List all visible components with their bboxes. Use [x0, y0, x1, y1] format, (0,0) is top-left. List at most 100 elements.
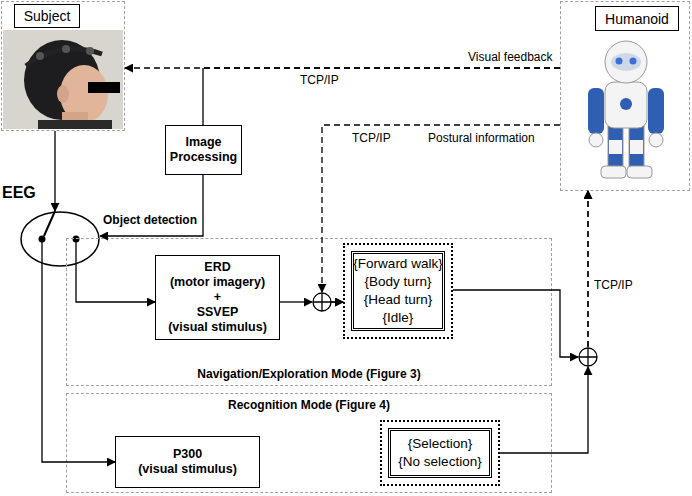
- process-box: ERD(motor imagery)+SSVEP(visual stimulus…: [155, 255, 280, 340]
- robot-knee: [630, 140, 643, 154]
- connector-line: [322, 125, 560, 292]
- protocol-label: TCP/IP: [300, 73, 339, 87]
- node-text: (visual stimulus): [138, 462, 237, 477]
- humanoid-panel: Humanoid: [560, 1, 690, 191]
- junction-cross: [313, 293, 331, 311]
- connector: [203, 68, 560, 125]
- subject-photo: [3, 30, 123, 129]
- protocol-label: TCP/IP: [594, 278, 633, 292]
- switch-circle: EEG: [20, 211, 100, 267]
- connector-line: [331, 301, 343, 302]
- node-text: P300: [173, 447, 202, 462]
- robot-arm: [588, 88, 604, 134]
- robot-knee: [609, 140, 622, 154]
- switch-outline: [21, 212, 99, 266]
- node-text: (visual stimulus): [168, 320, 267, 335]
- junction-cross: [579, 348, 597, 366]
- eye-bar: [88, 82, 120, 93]
- connector-line: [54, 131, 55, 211]
- protocol-label: TCP/IP: [352, 131, 391, 145]
- electrode-dot: [36, 52, 44, 60]
- robot-head: [605, 41, 647, 83]
- connector: [500, 191, 588, 453]
- process-box: P300(visual stimulus): [115, 436, 260, 488]
- robot-body: [605, 82, 647, 128]
- robot-eye: [616, 58, 623, 65]
- inner-frame: {Selection}{No selection}: [388, 428, 492, 478]
- connector: [125, 68, 560, 69]
- summing-junction: [313, 293, 331, 311]
- node-text: Navigation/Exploration Mode (Figure 3): [67, 367, 551, 381]
- process-box: Image Processing: [165, 125, 242, 175]
- electrode-dot: [86, 47, 94, 55]
- connector-line: [331, 301, 343, 302]
- robot-chest: [620, 98, 632, 110]
- connector: [322, 125, 560, 302]
- summing-junction: [579, 348, 597, 366]
- robot-arm: [648, 88, 664, 134]
- command-set: {Selection}{No selection}: [380, 420, 500, 486]
- node-text: ERD: [204, 260, 230, 275]
- robot-leg: [608, 126, 623, 168]
- connector-line: [500, 367, 588, 453]
- connector-line: [280, 301, 312, 302]
- robot-illustration: [588, 41, 664, 178]
- node-text: (motor imagery): [170, 275, 265, 290]
- connector-line: [453, 290, 578, 357]
- robot-eye: [630, 58, 637, 65]
- connector: [280, 302, 343, 303]
- node-text: {Head turn}: [364, 291, 432, 309]
- connector: [55, 131, 56, 211]
- connector-line: [587, 191, 588, 347]
- mode-region: Recognition Mode (Figure 4) P300(visual s…: [66, 393, 552, 493]
- photo-background: [3, 30, 123, 129]
- node-text: Recognition Mode (Figure 4): [67, 398, 551, 412]
- connector-line: [76, 267, 155, 302]
- switch-symbol: [20, 211, 100, 267]
- junction-circle: [313, 293, 331, 311]
- shirt-shape: [38, 120, 112, 129]
- robot-foot: [627, 166, 652, 178]
- node-text: Humanoid: [595, 6, 679, 31]
- node-text: {Body turn}: [365, 273, 432, 291]
- command-set: {Forward walk}{Body turn}{Head turn}{Idl…: [343, 243, 453, 339]
- connector-line: [202, 68, 203, 125]
- mode-region: Navigation/Exploration Mode (Figure 3) ER…: [66, 238, 552, 386]
- connector-line: [100, 175, 203, 236]
- connector: [100, 175, 203, 236]
- electrode-dot: [62, 45, 70, 53]
- node-text: Subject: [14, 4, 80, 28]
- edge-label: Visual feedback: [468, 50, 553, 64]
- node-text: Image Processing: [166, 135, 241, 165]
- node-text: {No selection}: [398, 453, 481, 471]
- junction-circle: [579, 348, 597, 366]
- ear-shape: [57, 85, 69, 103]
- connector-line: [587, 191, 588, 347]
- node-text: {Selection}: [408, 435, 473, 453]
- robot-face: [611, 53, 641, 71]
- connector-line: [42, 267, 115, 462]
- switch-lead: [42, 239, 76, 267]
- connector: [42, 267, 115, 462]
- robot-leg: [629, 126, 644, 168]
- connector-line: [125, 67, 560, 68]
- connector: [453, 191, 588, 357]
- robot-hand: [649, 133, 663, 147]
- robot-hand: [589, 133, 603, 147]
- node-text: +: [214, 290, 221, 305]
- edge-label: Postural information: [428, 131, 535, 145]
- subject-panel: Subject: [1, 1, 125, 131]
- connector: [76, 267, 155, 302]
- node-text: {Forward walk}: [353, 255, 442, 273]
- node-text: EEG: [2, 184, 36, 202]
- connector-line: [203, 67, 560, 68]
- switch-contact: [39, 236, 46, 243]
- node-text: SSVEP: [197, 305, 239, 320]
- switch-lever: [44, 211, 55, 236]
- inner-frame: {Forward walk}{Body turn}{Head turn}{Idl…: [351, 251, 445, 331]
- node-text: {Idle}: [383, 309, 414, 327]
